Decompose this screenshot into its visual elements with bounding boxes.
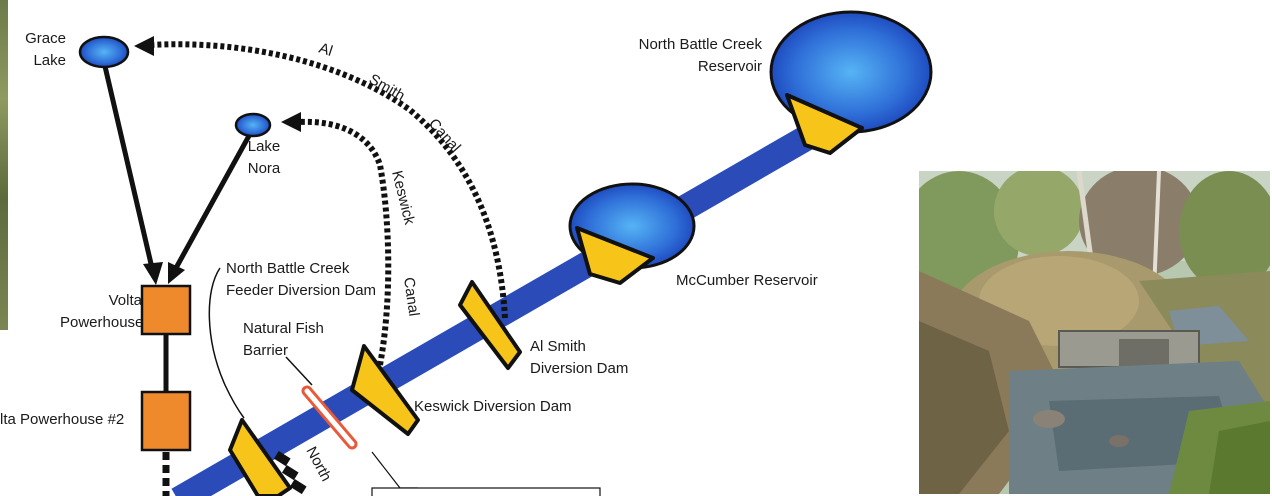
lake-nora-label-line2: Nora — [247, 160, 281, 177]
al-smith-dam-label-line2: Diversion Dam — [530, 360, 629, 377]
keswick-canal-label-2: Canal — [400, 276, 422, 317]
grace-to-volta-arrow — [143, 262, 163, 285]
feeder-diversion-dam — [228, 418, 292, 496]
volta-powerhouse-label-line1: Volta — [108, 292, 142, 309]
feeder-dam-label-line1: North Battle Creek — [226, 260, 350, 277]
grace-lake — [78, 35, 130, 69]
al-smith-canal-label-2: Smith — [366, 71, 408, 105]
creek-photo-illustration — [919, 171, 1270, 494]
keswick-canal-label-1: Keswick — [388, 169, 418, 227]
al-smith-canal-label-1: Al — [317, 40, 335, 60]
al-smith-dam-label-line1: Al Smith — [530, 338, 586, 355]
nbc-reservoir-label-line2: Reservoir — [697, 58, 762, 75]
keswick-diversion-dam — [350, 344, 420, 436]
left-photo-edge — [0, 0, 8, 330]
al-smith-canal-label-3: Canal — [425, 115, 464, 156]
grace-to-volta-line — [101, 61, 155, 269]
north-canal-segment — [281, 465, 299, 481]
creek-photo — [919, 171, 1270, 494]
callout-box — [371, 487, 601, 496]
feeder-dam-label-line2: Feeder Diversion Dam — [226, 282, 377, 299]
fish-barrier-leader — [285, 356, 313, 386]
keswick-canal — [297, 118, 392, 366]
feeder-diversion-dam-label: North Battle Creek Feeder Diversion Dam — [226, 258, 376, 302]
al-smith-diversion-dam-label: Al Smith Diversion Dam — [530, 336, 628, 380]
natural-fish-barrier-marker-inner — [304, 388, 355, 447]
al-smith-canal — [149, 41, 508, 319]
mccumber-reservoir-label: McCumber Reservoir — [676, 272, 818, 289]
grace-lake-label: Grace Lake — [18, 28, 66, 72]
fish-barrier-label-line1: Natural Fish — [243, 320, 324, 337]
grace-lake-label-line1: Grace — [25, 30, 66, 47]
north-battle-creek-reservoir-dam — [785, 93, 864, 155]
north-canal-segment — [289, 479, 307, 495]
keswick-diversion-dam-label: Keswick Diversion Dam — [414, 398, 572, 415]
fish-barrier-label-line2: Barrier — [243, 342, 289, 359]
volta-powerhouse-label: Volta Powerhouse — [60, 290, 144, 334]
lake-nora-label-line1: Lake — [247, 138, 281, 155]
al-smith-canal-arrow — [134, 36, 154, 56]
mccumber-reservoir-dam — [575, 226, 655, 285]
north-battle-creek-reservoir-label: North Battle Creek Reservoir — [600, 34, 762, 78]
lake-nora-label: Lake Nora — [241, 136, 287, 180]
north-canal-segment — [273, 451, 291, 467]
feeder-dam-leader — [208, 267, 245, 419]
volta-powerhouse-label-line2: Powerhouse — [60, 314, 144, 331]
lake-nora — [234, 112, 272, 138]
keswick-canal-arrow — [281, 112, 301, 132]
north-battle-creek-channel — [171, 118, 827, 496]
callout-pointer — [371, 451, 418, 489]
nora-to-volta-arrow — [168, 262, 185, 284]
volta-powerhouse-2-label: lta Powerhouse #2 — [0, 411, 125, 428]
volta-powerhouse-2 — [140, 390, 192, 452]
nbc-reservoir-label-line1: North Battle Creek — [638, 36, 762, 53]
grace-lake-label-line2: Lake — [33, 52, 66, 69]
al-smith-diversion-dam — [458, 280, 522, 370]
natural-fish-barrier-label: Natural Fish Barrier — [243, 318, 324, 362]
north-canal-label: North — [302, 444, 334, 484]
volta-powerhouse — [140, 284, 192, 336]
nora-to-volta-line — [173, 132, 253, 270]
